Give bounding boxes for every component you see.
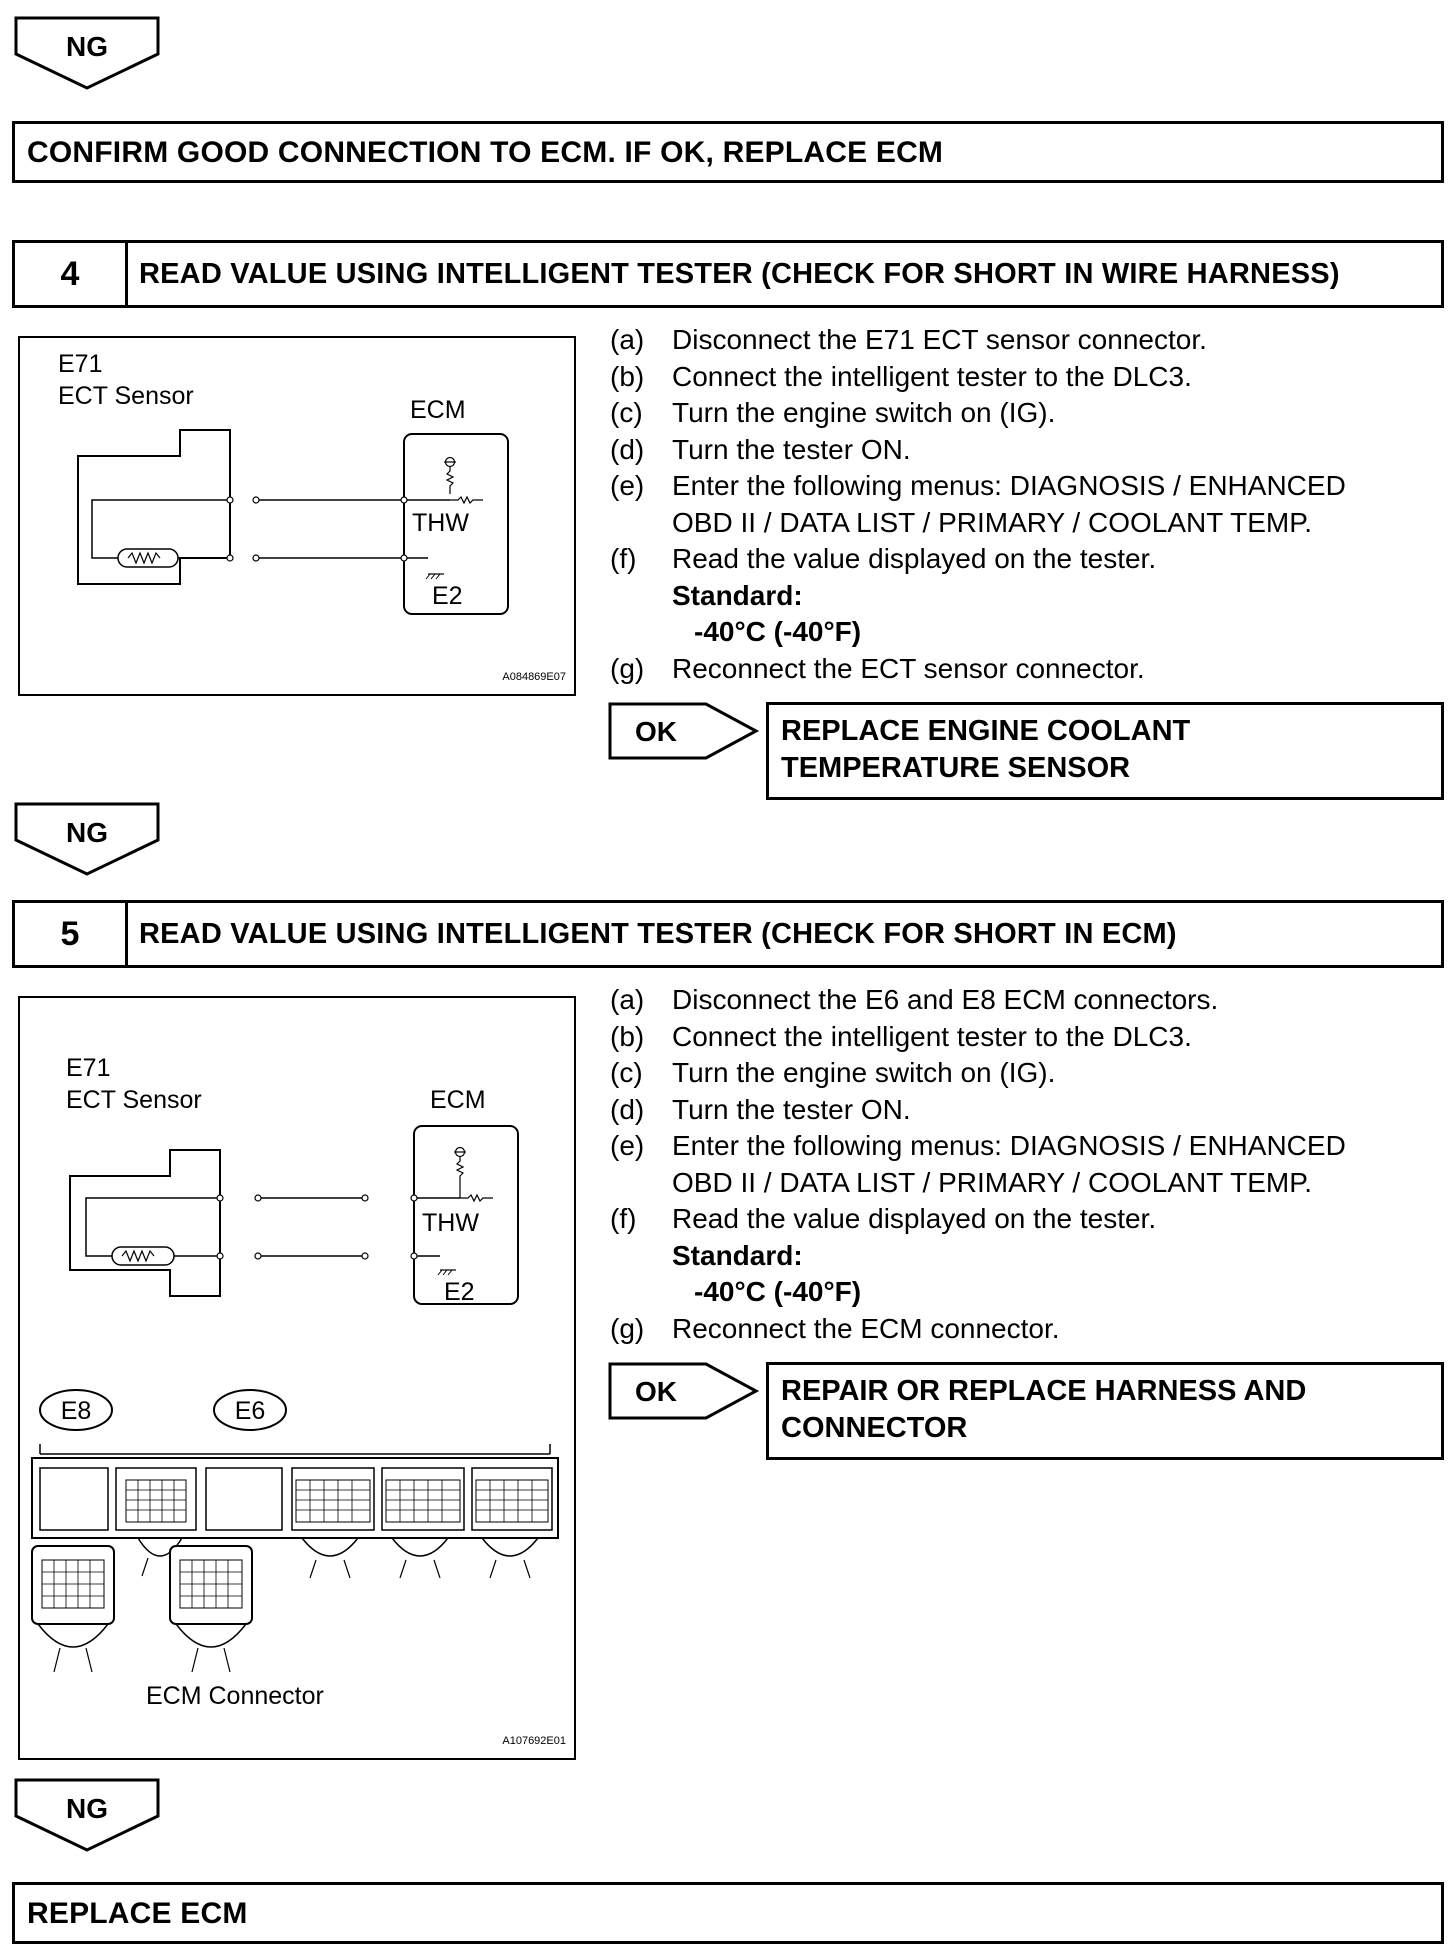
e8-label: E8 xyxy=(61,1397,92,1425)
step-5-ok-result-line-1: REPAIR OR REPLACE HARNESS AND xyxy=(781,1375,1307,1407)
step-5-instructions: (a)Disconnect the E6 and E8 ECM connecto… xyxy=(610,982,1346,1347)
step-5-ecm-label: ECM xyxy=(430,1086,486,1114)
ng-label: NG xyxy=(66,817,108,848)
step-4-number: 4 xyxy=(15,243,128,305)
instruction-item: (c)Turn the engine switch on (IG). xyxy=(610,397,1056,428)
step-5-ground-icon xyxy=(437,1269,456,1276)
instruction-item: (g)Reconnect the ECT sensor connector. xyxy=(610,652,1145,684)
instruction-item: (e)Enter the following menus: DIAGNOSIS … xyxy=(610,470,1346,501)
ng-arrow-1: NG xyxy=(14,16,160,90)
step-5-header: 5 READ VALUE USING INTELLIGENT TESTER (C… xyxy=(12,900,1444,968)
step-5-ecm-box xyxy=(413,1125,519,1305)
standard-value: -40°C (-40°F) xyxy=(694,1276,862,1307)
step-4-connector-id: E71 xyxy=(58,350,102,378)
instruction-item: (f)Read the value displayed on the teste… xyxy=(610,1203,1157,1234)
instruction-item: (a)Disconnect the E6 and E8 ECM connecto… xyxy=(610,984,1219,1015)
step-4-header: 4 READ VALUE USING INTELLIGENT TESTER (C… xyxy=(12,240,1444,308)
step-5-number: 5 xyxy=(15,903,128,965)
step-4-pin-e2: E2 xyxy=(432,582,463,610)
step-5-figure: E71 ECT Sensor ECM THW xyxy=(18,996,576,1760)
step-4-sensor-name: ECT Sensor xyxy=(58,382,194,410)
step-5-ok-result-line-2: CONNECTOR xyxy=(781,1412,968,1444)
instruction-item: (f)Read the value displayed on the teste… xyxy=(610,543,1157,574)
ok-label: OK xyxy=(635,1376,677,1407)
e8-connector-plug xyxy=(31,1545,115,1673)
step-4-ok-result-line-2: TEMPERATURE SENSOR xyxy=(781,752,1131,784)
ng-arrow-3: NG xyxy=(14,1778,160,1852)
step-4-ok-result: REPLACE ENGINE COOLANT TEMPERATURE SENSO… xyxy=(766,702,1444,800)
step-4-instructions: (a)Disconnect the E71 ECT sensor connect… xyxy=(610,322,1346,687)
ok-arrow-step-4: OK xyxy=(608,702,760,760)
ok-arrow-step-5: OK xyxy=(608,1362,760,1420)
step-5-thermistor-icon xyxy=(111,1246,175,1266)
step-4-title: READ VALUE USING INTELLIGENT TESTER (CHE… xyxy=(139,257,1340,290)
step-5-figure-code: A107692E01 xyxy=(502,1735,566,1747)
result-banner-top-text: CONFIRM GOOD CONNECTION TO ECM. IF OK, R… xyxy=(27,136,944,169)
ng-label: NG xyxy=(66,31,108,62)
step-4-pullup-resistor-icon xyxy=(444,456,483,505)
instruction-item: (b)Connect the intelligent tester to the… xyxy=(610,360,1192,392)
instruction-item: (e)Enter the following menus: DIAGNOSIS … xyxy=(610,1130,1346,1161)
step-5-pullup-resistor-icon xyxy=(454,1146,493,1203)
e8-callout xyxy=(39,1389,113,1431)
standard-value: -40°C (-40°F) xyxy=(694,616,862,647)
step-4-pin-thw: THW xyxy=(412,509,469,537)
e6-label: E6 xyxy=(235,1397,266,1425)
instruction-item: OBD II / DATA LIST / PRIMARY / COOLANT T… xyxy=(672,506,1313,538)
ecm-connector-label: ECM Connector xyxy=(146,1682,324,1710)
step-5-sensor-connector xyxy=(69,1149,221,1297)
step-5-ok-result: REPAIR OR REPLACE HARNESS AND CONNECTOR xyxy=(766,1362,1444,1460)
step-4-ecm-box xyxy=(403,433,509,615)
ok-label: OK xyxy=(635,716,677,747)
step-5-connector-id: E71 xyxy=(66,1054,110,1082)
standard-label: Standard: xyxy=(672,1239,803,1271)
step-4-ecm-label: ECM xyxy=(410,396,466,424)
instruction-item: (g)Reconnect the ECM connector. xyxy=(610,1312,1060,1344)
ecm-connector-housing xyxy=(31,1444,559,1579)
ng-arrow-2: NG xyxy=(14,802,160,876)
result-banner-top: CONFIRM GOOD CONNECTION TO ECM. IF OK, R… xyxy=(12,121,1444,183)
instruction-item: (a)Disconnect the E71 ECT sensor connect… xyxy=(610,324,1207,355)
step-5-pin-e2: E2 xyxy=(444,1278,475,1306)
result-banner-bottom: REPLACE ECM xyxy=(12,1882,1444,1944)
ng-label: NG xyxy=(66,1793,108,1824)
standard-label: Standard: xyxy=(672,579,803,611)
step-5-title: READ VALUE USING INTELLIGENT TESTER (CHE… xyxy=(139,917,1177,950)
instruction-item: (d)Turn the tester ON. xyxy=(610,433,911,465)
e6-connector-plug xyxy=(169,1545,253,1673)
step-4-ground-icon xyxy=(425,573,444,580)
step-4-ok-result-line-1: REPLACE ENGINE COOLANT xyxy=(781,715,1191,747)
e6-callout xyxy=(213,1389,287,1431)
instruction-item: (d)Turn the tester ON. xyxy=(610,1093,911,1125)
step-5-sensor-name: ECT Sensor xyxy=(66,1086,202,1114)
step-5-pin-thw: THW xyxy=(422,1209,479,1237)
step-4-circuit-diagram: E71 ECT Sensor ECM THW xyxy=(58,350,566,683)
step-4-figure-code: A084869E07 xyxy=(502,671,566,683)
instruction-item: (c)Turn the engine switch on (IG). xyxy=(610,1057,1056,1088)
instruction-item: OBD II / DATA LIST / PRIMARY / COOLANT T… xyxy=(672,1166,1313,1198)
step-4-figure: E71 ECT Sensor ECM THW xyxy=(18,336,576,696)
instruction-item: (b)Connect the intelligent tester to the… xyxy=(610,1020,1192,1052)
step-5-circuit-diagram: E71 ECT Sensor ECM THW xyxy=(31,1054,566,1747)
result-banner-bottom-text: REPLACE ECM xyxy=(27,1897,248,1930)
step-4-thermistor-icon xyxy=(117,548,179,568)
